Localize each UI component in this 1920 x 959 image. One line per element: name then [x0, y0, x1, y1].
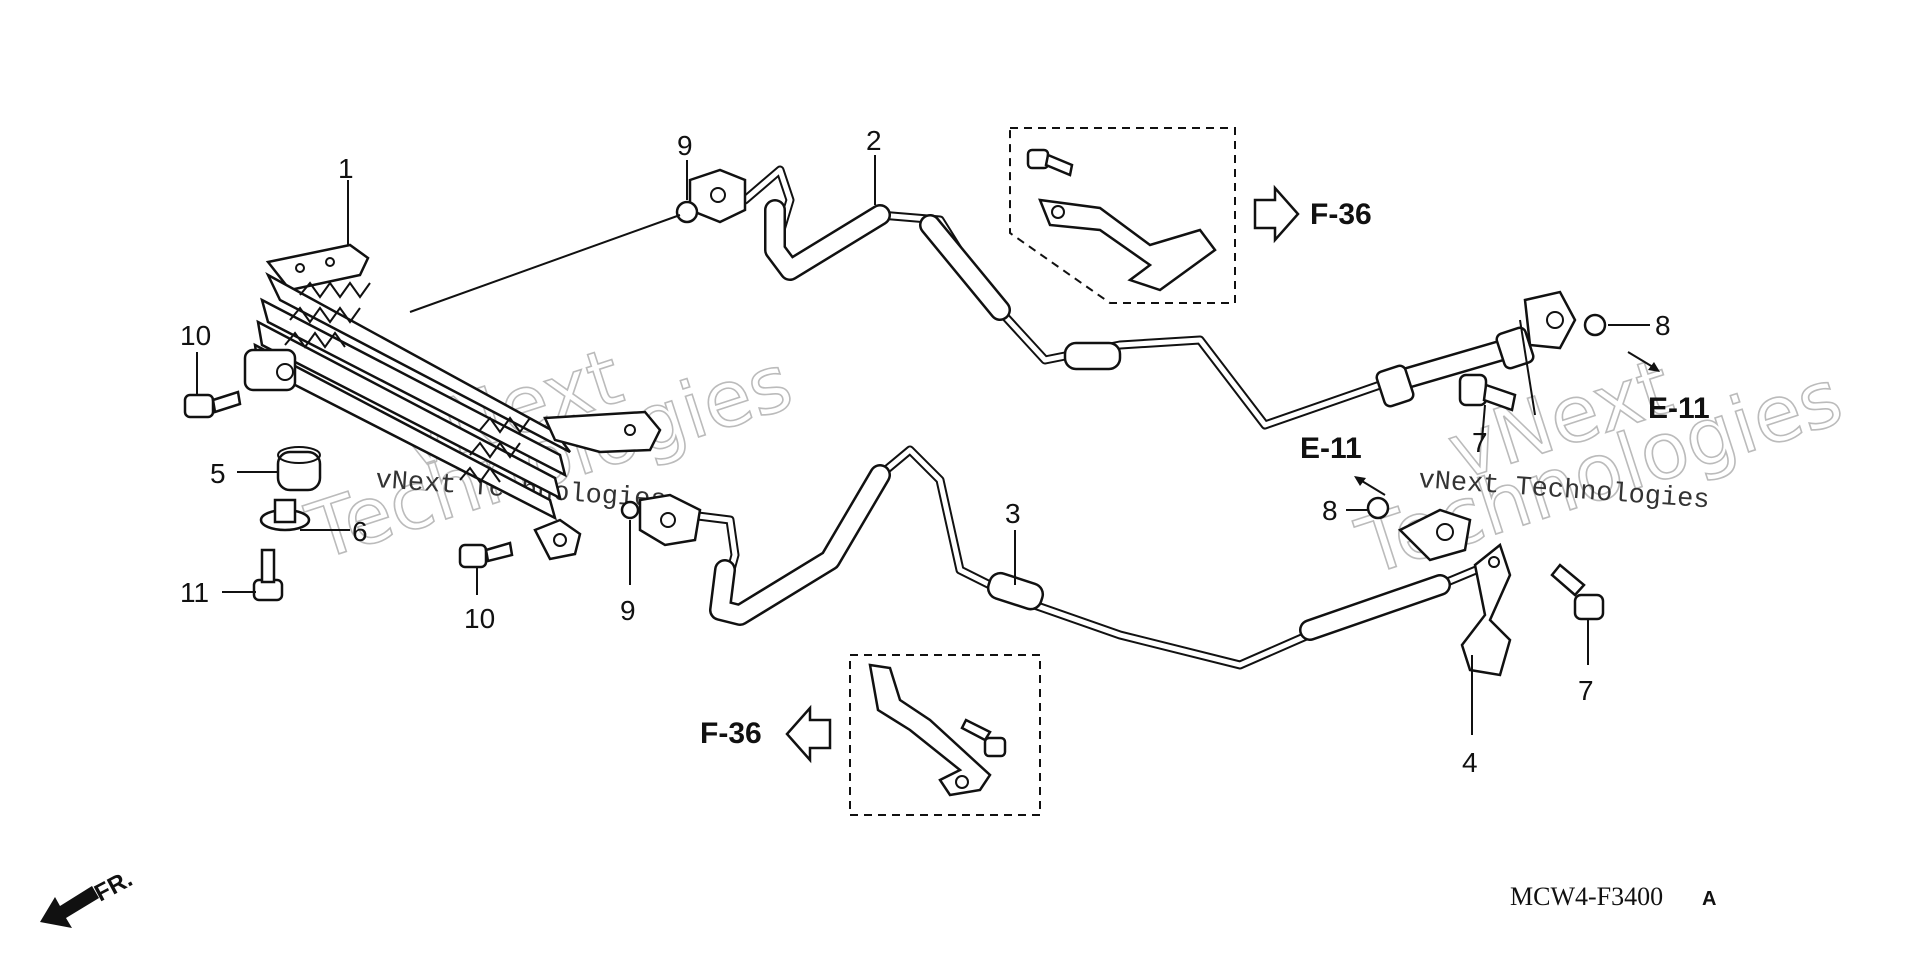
upper-oil-line — [688, 165, 1577, 430]
callout-1: 1 — [338, 153, 354, 184]
callout-10-mid: 10 — [464, 603, 495, 634]
bolt-10-left — [183, 390, 242, 419]
callout-6: 6 — [352, 516, 368, 547]
callout-3: 3 — [1005, 498, 1021, 529]
ref-label-e11-mid: E-11 — [1300, 432, 1362, 465]
reference-labels: F-36 F-36 E-11 E-11 — [700, 198, 1710, 750]
ref-label-f36-top: F-36 — [1310, 198, 1372, 231]
washer-8-right — [1583, 313, 1607, 337]
callout-8-mid: 8 — [1322, 495, 1338, 526]
callout-9-top: 9 — [677, 130, 693, 161]
clamp — [1460, 542, 1512, 677]
ref-label-e11-right: E-11 — [1648, 392, 1710, 425]
callout-8-right: 8 — [1655, 310, 1671, 341]
diagram-code: MCW4-F3400 — [1510, 882, 1663, 911]
washer-9-bottom — [620, 500, 640, 520]
diagram-code-suffix: A — [1702, 888, 1716, 910]
callout-10-left: 10 — [180, 320, 211, 351]
bolt-10-mid — [458, 541, 514, 569]
callout-4: 4 — [1462, 747, 1478, 778]
callouts: 1 2 3 4 5 6 7 7 8 8 9 9 10 10 11 — [180, 125, 1671, 778]
grommet-5 — [276, 446, 322, 492]
bolt-7-upper — [1458, 373, 1517, 412]
washer-8-mid — [1366, 496, 1390, 520]
callout-5: 5 — [210, 458, 226, 489]
lower-oil-line — [638, 445, 1505, 670]
callout-7-lower: 7 — [1578, 675, 1594, 706]
callout-7-upper: 7 — [1472, 427, 1488, 458]
ref-label-f36-bottom: F-36 — [700, 717, 762, 750]
callout-2: 2 — [866, 125, 882, 156]
inset-top — [1009, 127, 1236, 304]
washer-9-top — [675, 200, 699, 224]
front-marker-label: FR. — [90, 865, 137, 907]
small-parts — [183, 200, 1607, 621]
callout-9-bottom: 9 — [620, 595, 636, 626]
callout-11: 11 — [180, 577, 209, 608]
ref-arrow-e11-mid — [1354, 476, 1386, 496]
oil-cooler — [243, 243, 662, 561]
bolt-7-lower — [1550, 563, 1605, 621]
inset-bottom — [849, 654, 1041, 816]
ref-arrow-f36-top — [1253, 184, 1300, 244]
ref-arrow-f36-bottom — [785, 704, 832, 764]
bolt-11 — [252, 548, 284, 602]
collar-6 — [259, 498, 311, 532]
front-direction-marker: FR. — [40, 865, 137, 928]
leader-lines — [196, 155, 1650, 735]
ref-arrow-e11-right — [1627, 351, 1660, 372]
